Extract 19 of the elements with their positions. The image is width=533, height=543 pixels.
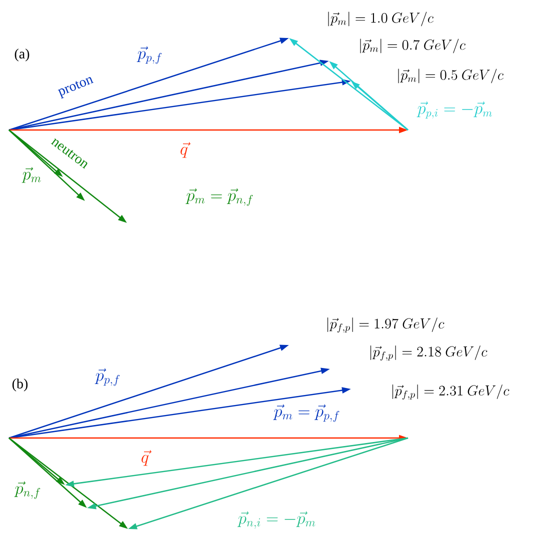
vector-label: $\vec{p}_{m} = \vec{p}_{n,f}$ bbox=[186, 188, 253, 206]
vector-label: $\vec{p}_{p,i} = -\vec{p}_{m}$ bbox=[416, 101, 492, 118]
magnitude-label: $\left|\vec{p}_{m}\right| = 1.0\ GeV / c$ bbox=[328, 12, 434, 26]
magnitude-label: $\left|\vec{p}_{f,p}\right| = 2.18\ GeV / c$ bbox=[370, 346, 488, 361]
vector-label: $\vec{p}_{n,f}$ bbox=[14, 481, 40, 499]
vector-label: $\vec{p}_{p,f}$ bbox=[94, 368, 120, 386]
magnitude-label: $\left|\vec{p}_{m}\right| = 0.7\ GeV / c$ bbox=[360, 38, 466, 54]
particle-label: proton bbox=[58, 77, 94, 99]
magnitude-label: $\left|\vec{p}_{m}\right| = 0.5\ GeV / c$ bbox=[398, 68, 504, 84]
vector-label: $\vec{p}_{p,f}$ bbox=[136, 46, 162, 64]
vector-label: $\vec{p}_{m}$ bbox=[22, 167, 41, 183]
vector-label: $\vec{q}$ bbox=[142, 450, 152, 466]
vector-label: $\vec{q}$ bbox=[180, 142, 190, 158]
panel-label: (b) bbox=[12, 378, 28, 392]
magnitude-label: $\left|\vec{p}_{f,p}\right| = 2.31\ GeV / c$ bbox=[392, 384, 510, 400]
magnitude-label: $\left|\vec{p}_{f,p}\right| = 1.97\ GeV / c$ bbox=[327, 318, 444, 333]
panel-label: (a) bbox=[14, 48, 30, 62]
vector-label: $\vec{p}_{m} = \vec{p}_{p,f}$ bbox=[273, 404, 340, 422]
vector-label: $\vec{p}_{n,i} = -\vec{p}_{m}$ bbox=[237, 511, 316, 529]
